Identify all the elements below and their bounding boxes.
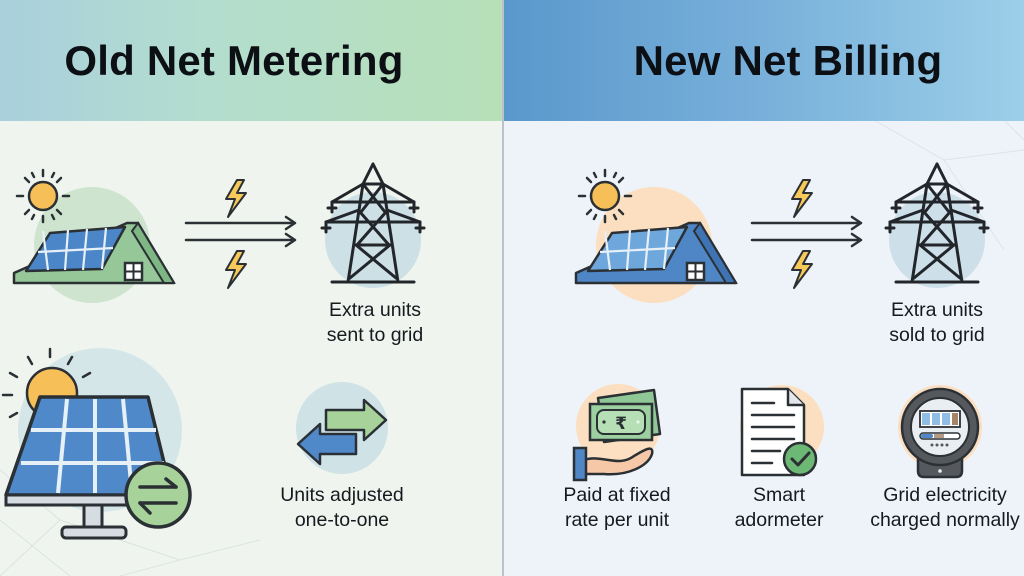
exchange-caption-line2: one-to-one [294,509,390,531]
bidirectional-arrows-icon [294,382,390,478]
grid-caption: Extra units sent to grid [300,298,450,348]
grid-charge-caption-line1: Grid electricity [883,484,1007,506]
grid-caption-line1: Extra units [328,299,422,321]
panel-header: Old Net Metering [0,0,502,121]
new-net-billing-panel: New Net Billing [504,0,1024,576]
solar-panel-exchange-icon [0,345,200,545]
payment-caption: Paid at fixed rate per unit [542,483,692,533]
exchange-caption-line1: Units adjusted [280,484,404,506]
panel-header: New Net Billing [504,0,1024,121]
electricity-meter-icon [890,383,990,483]
grid-charge-caption-line2: charged normally [870,509,1020,531]
transmission-tower-icon [882,160,992,290]
exchange-caption: Units adjusted one-to-one [262,483,422,533]
grid-charge-caption: Grid electricity charged normally [860,483,1024,533]
svg-text:₹: ₹ [615,414,627,434]
hand-rupee-money-icon: ₹ [568,382,668,482]
grid-caption-line1: Extra units [890,299,984,321]
smart-meter-caption-line1: Smart [752,484,805,506]
smart-meter-caption-line2: adormeter [734,509,824,531]
solar-house-sun-icon [572,165,742,305]
lightning-double-arrow-icon [182,175,302,295]
panel-title: Old Net Metering [64,36,404,84]
payment-caption-line1: Paid at fixed [563,484,671,506]
grid-caption: Extra units sold to grid [862,298,1012,348]
panel-title: New Net Billing [633,36,943,84]
grid-caption-line2: sent to grid [326,324,424,346]
old-net-metering-panel: Old Net Metering [0,0,502,576]
panel-divider [502,0,504,576]
grid-caption-line2: sold to grid [889,324,985,346]
transmission-tower-icon [318,160,428,290]
lightning-double-arrow-icon [748,175,868,295]
solar-house-sun-icon [10,165,180,305]
smart-meter-caption: Smart adormeter [704,483,854,533]
document-check-icon [730,385,830,485]
payment-caption-line2: rate per unit [564,509,670,531]
